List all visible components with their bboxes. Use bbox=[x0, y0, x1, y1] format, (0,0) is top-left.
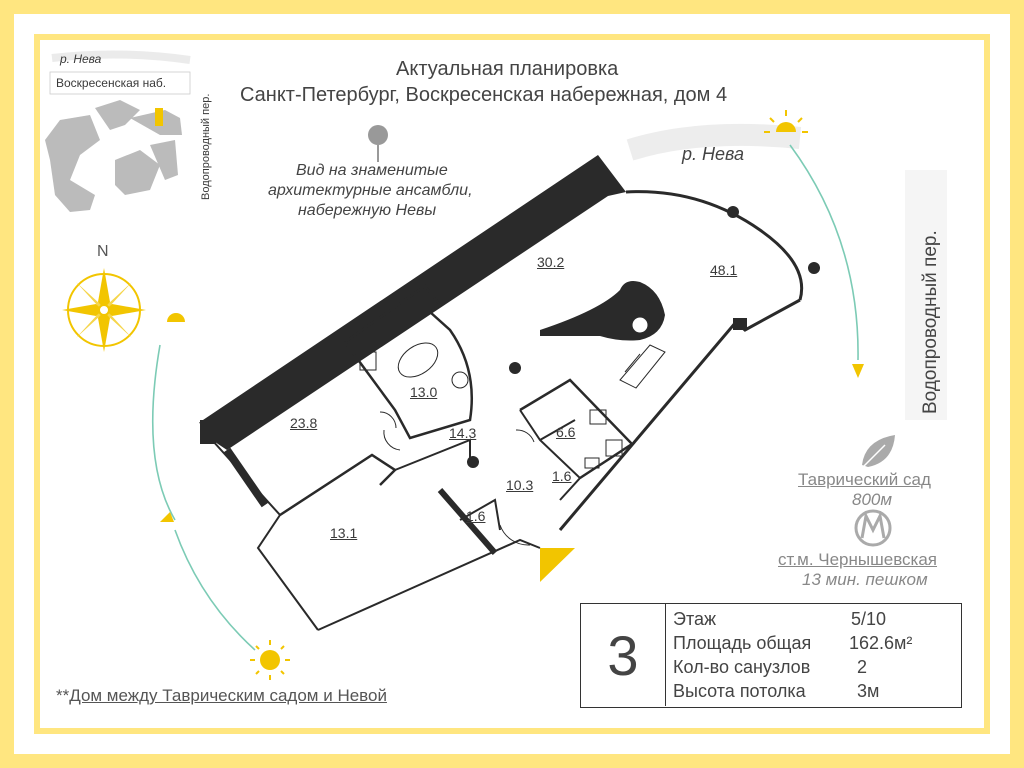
room-area-10-3: 10.3 bbox=[506, 477, 534, 493]
sun-path-left bbox=[151, 313, 256, 651]
river-label: р. Нева bbox=[682, 144, 745, 164]
info-value-bathrooms: 2 bbox=[857, 657, 868, 677]
park-name: Таврический сад bbox=[798, 470, 931, 489]
footer-note: **Дом между Таврическим садом и Невой bbox=[56, 686, 387, 706]
lane-label: Водопроводный пер. bbox=[920, 230, 941, 414]
room-area-6-6: 6.6 bbox=[556, 424, 576, 440]
half-sun-icon bbox=[167, 313, 185, 322]
location-pin-icon bbox=[368, 125, 388, 162]
metro-name: ст.м. Чернышевская bbox=[778, 550, 938, 569]
apartment-info-table: 3 Этаж 5/10 Площадь общая 162.6м² Кол-во… bbox=[580, 603, 962, 708]
room-area-23-8: 23.8 bbox=[290, 415, 318, 431]
room-area-1-6-a: 1.6 bbox=[552, 468, 572, 484]
plan-address: Санкт-Петербург, Воскресенская набережна… bbox=[240, 84, 728, 106]
metro-icon bbox=[854, 509, 892, 547]
plan-title: Актуальная планировка bbox=[396, 58, 619, 80]
sun-icon bbox=[250, 640, 290, 680]
park-distance: 800м bbox=[852, 490, 893, 509]
info-label-ceiling: Высота потолка bbox=[673, 681, 806, 701]
compass-icon bbox=[62, 268, 146, 352]
info-label-bathrooms: Кол-во санузлов bbox=[673, 657, 811, 677]
sun-icon-right bbox=[764, 110, 864, 378]
metro-time: 13 мин. пешком bbox=[802, 570, 928, 589]
footer-prefix: ** bbox=[56, 686, 70, 705]
info-value-floor: 5/10 bbox=[851, 609, 887, 629]
view-note-line1: Вид на знаменитые bbox=[296, 162, 448, 179]
minimap-embankment-label: Воскресенская наб. bbox=[56, 76, 167, 90]
room-area-13-0: 13.0 bbox=[410, 384, 438, 400]
minimap-river-label: р. Нева bbox=[60, 52, 102, 66]
entrance-marker-icon bbox=[540, 548, 575, 582]
info-label-floor: Этаж bbox=[673, 609, 717, 629]
view-note-line3: набережную Невы bbox=[298, 202, 437, 219]
room-area-30-2: 30.2 bbox=[537, 254, 565, 270]
info-label-area: Площадь общая bbox=[673, 633, 812, 653]
compass-north-label: N bbox=[97, 243, 109, 260]
minimap bbox=[45, 50, 191, 212]
room-area-48-1: 48.1 bbox=[710, 262, 738, 278]
room-area-13-1: 13.1 bbox=[330, 525, 358, 541]
floorplan bbox=[199, 155, 804, 631]
info-value-area: 162.6м² bbox=[849, 633, 913, 653]
info-value-ceiling: 3м bbox=[857, 681, 880, 701]
columns bbox=[467, 206, 820, 468]
room-area-1-6-b: 1.6 bbox=[466, 508, 486, 524]
leaf-icon bbox=[861, 435, 895, 469]
apartment-number: 3 bbox=[581, 604, 666, 706]
footer-text: Дом между Таврическим садом и Невой bbox=[69, 686, 387, 705]
minimap-lane-label: Водопроводный пер. bbox=[200, 93, 212, 200]
room-area-14-3: 14.3 bbox=[449, 425, 477, 441]
view-note-line2: архитектурные ансамбли, bbox=[268, 182, 473, 199]
